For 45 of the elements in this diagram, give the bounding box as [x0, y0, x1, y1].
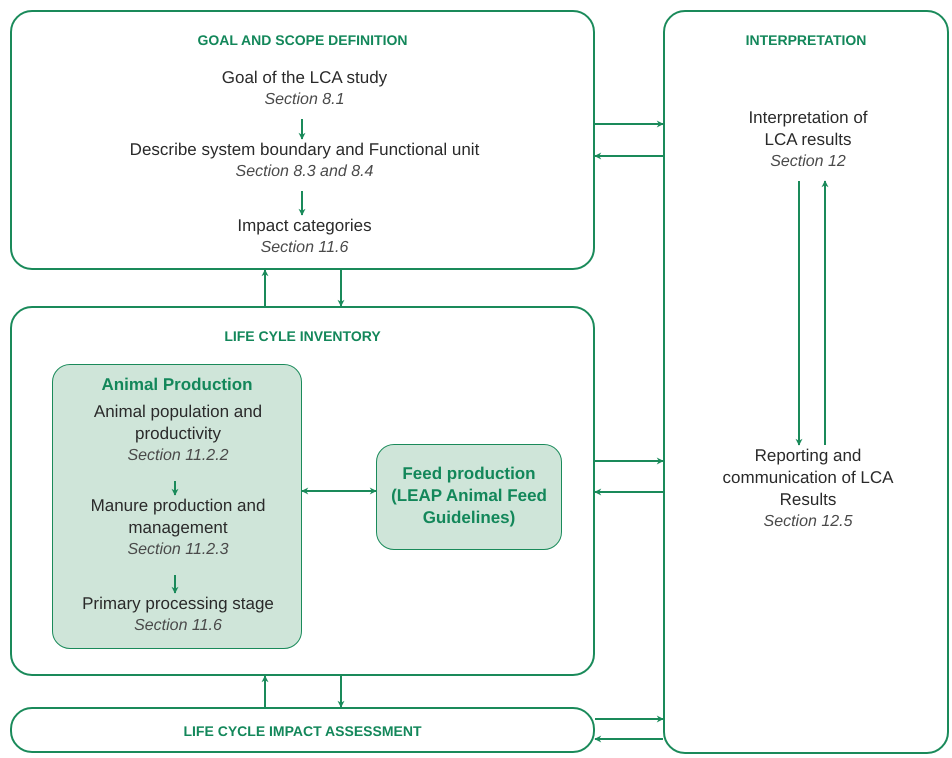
- step-text: Interpretation of LCA results: [747, 107, 869, 152]
- step-text: Reporting and communication of LCA Results: [721, 445, 895, 512]
- stage-heading: INTERPRETATION: [744, 32, 868, 48]
- section-reference: Section 12: [769, 152, 847, 172]
- section-reference: Section 11.6: [133, 616, 223, 636]
- arrow: [796, 181, 802, 446]
- process-box: [376, 444, 562, 550]
- arrow: [594, 488, 663, 496]
- step-text: Goal of the LCA study: [220, 67, 388, 89]
- arrow: [172, 575, 178, 594]
- section-reference: Section 12.5: [762, 512, 854, 532]
- arrow: [595, 458, 664, 464]
- arrow: [172, 481, 178, 496]
- stage-heading: Animal Production: [100, 375, 254, 395]
- section-reference: Section 8.3 and 8.4: [234, 162, 374, 182]
- section-reference: Section 11.2.3: [126, 540, 230, 560]
- arrow: [301, 488, 377, 494]
- arrow: [338, 676, 344, 708]
- arrow: [595, 716, 664, 722]
- section-reference: Section 11.2.2: [126, 446, 230, 466]
- process-box: [52, 364, 302, 649]
- step-text: Animal population and productivity: [92, 401, 264, 446]
- stage-box: [10, 10, 595, 270]
- arrow: [822, 180, 828, 445]
- step-text: Impact categories: [236, 215, 373, 237]
- arrow: [338, 270, 344, 307]
- arrow: [298, 119, 306, 140]
- step-text: Manure production and management: [90, 495, 266, 540]
- arrow: [594, 152, 663, 160]
- arrow: [262, 269, 268, 306]
- step-text: Describe system boundary and Functional unit: [128, 139, 480, 161]
- stage-box: [10, 306, 595, 676]
- stage-box: [10, 707, 595, 753]
- arrow: [298, 191, 306, 216]
- arrow: [262, 675, 268, 707]
- stage-heading: Feed production (LEAP Animal Feed Guidelines): [391, 463, 547, 530]
- stage-heading: GOAL AND SCOPE DEFINITION: [196, 32, 408, 48]
- section-reference: Section 8.1: [263, 90, 346, 110]
- step-text: Primary processing stage: [81, 593, 275, 615]
- stage-heading: LIFE CYLE INVENTORY: [223, 328, 382, 344]
- arrow: [595, 120, 664, 128]
- arrow: [594, 736, 663, 742]
- stage-box: [663, 10, 949, 754]
- stage-heading: LIFE CYCLE IMPACT ASSESSMENT: [182, 723, 422, 739]
- section-reference: Section 11.6: [260, 238, 350, 258]
